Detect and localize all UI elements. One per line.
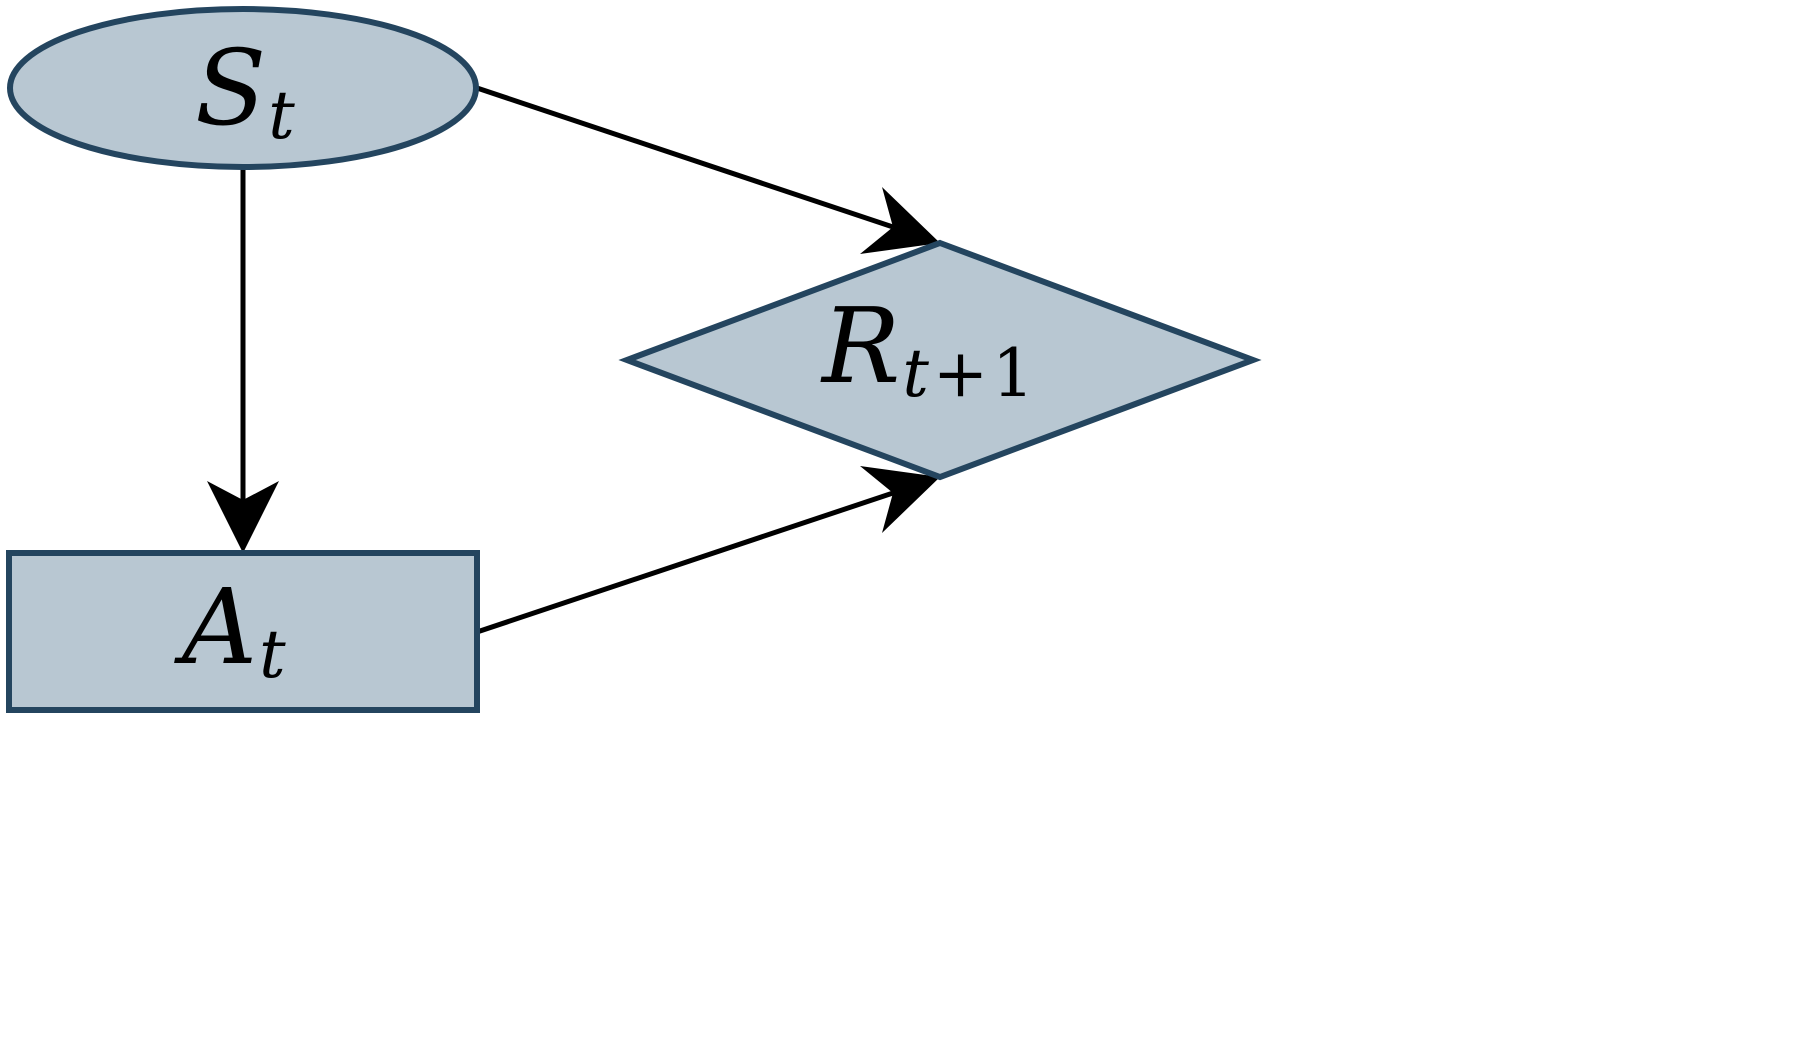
node-action-label: At xyxy=(174,566,286,693)
node-state-label: St xyxy=(195,27,295,154)
node-reward: Rt+1 xyxy=(618,239,1262,481)
node-reward-label: Rt+1 xyxy=(820,285,1034,412)
edge-state-to-reward xyxy=(476,85,940,254)
edge-state-to-action xyxy=(207,168,279,553)
arrowhead-down-icon xyxy=(207,481,279,553)
arrowhead-right-down-icon xyxy=(860,187,940,254)
node-action: At xyxy=(6,550,480,713)
edge-action-to-reward xyxy=(476,466,940,635)
node-state: St xyxy=(7,6,479,170)
arrowhead-right-up-icon xyxy=(860,466,940,533)
